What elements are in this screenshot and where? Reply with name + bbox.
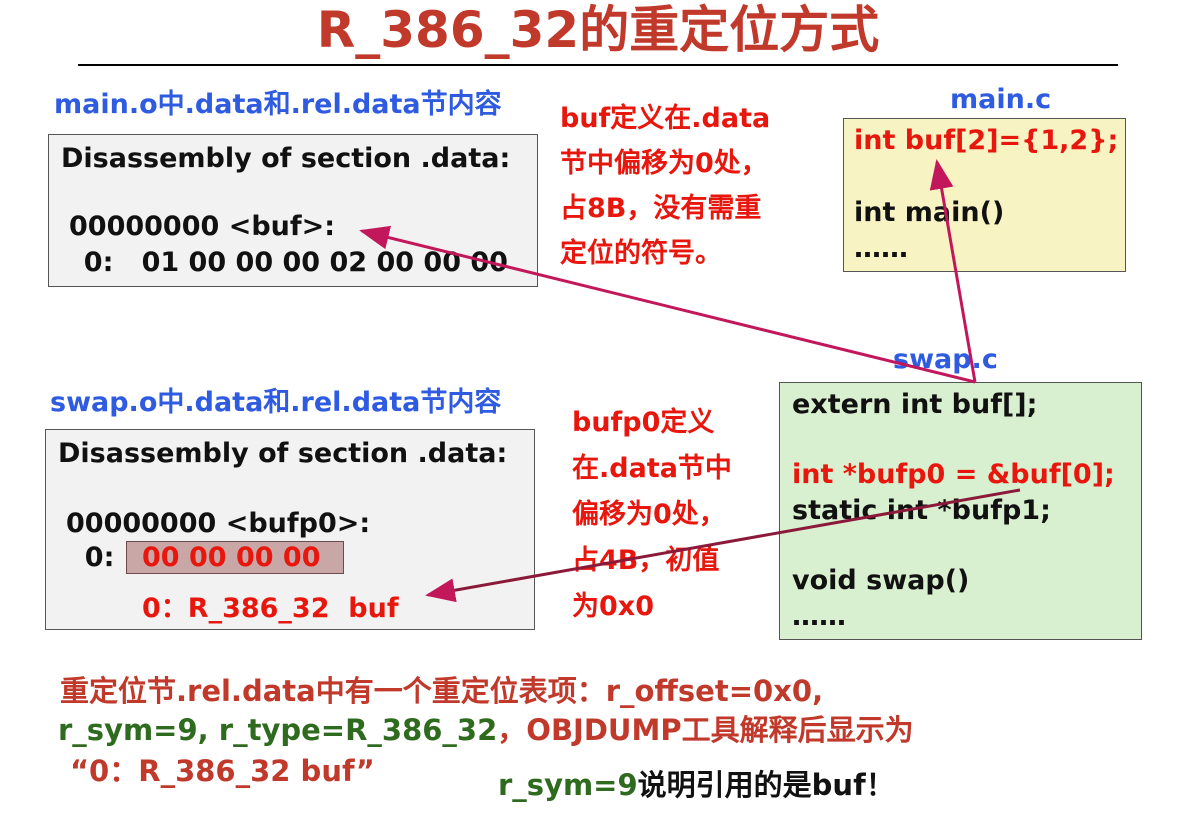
bottom-line-2-symbol: r_sym=9, r_type=R_386_32 (58, 713, 498, 747)
main-o-line-bytes: 0: 01 00 00 00 02 00 00 00 (65, 247, 508, 278)
bottom-line-1: 重定位节.rel.data中有一个重定位表项：r_offset=0x0, (60, 674, 824, 708)
main-o-line-section: Disassembly of section .data: (61, 143, 511, 174)
buf-note-line: buf定义在.data (560, 103, 771, 134)
buf-note-line: 节中偏移为0处， (560, 148, 768, 179)
page-title: R_386_32的重定位方式 (316, 1, 880, 59)
arrow-swap-extern-to-main-o-buf (359, 225, 976, 384)
bufp0-note: bufp0定义 在.data节中 偏移为0处， 占4B，初值 为0x0 (572, 400, 732, 630)
relocation-bytes-highlight (126, 541, 344, 574)
bottom-note-text: 说明引用的是buf！ (637, 768, 895, 802)
title-divider (78, 64, 1118, 66)
bottom-line-2: r_sym=9, r_type=R_386_32，OBJDUMP工具解释后显示为 (58, 707, 914, 749)
bufp0-note-line: 为0x0 (572, 591, 654, 622)
buf-note-line: 占8B，没有需重 (560, 193, 762, 224)
main-c-line-ellipsis: …… (854, 233, 908, 264)
main-c-code-box: int buf[2]={1,2}; int main() …… (843, 118, 1126, 272)
main-o-disassembly-box: Disassembly of section .data: 00000000 <… (48, 134, 538, 287)
swap-o-line-label: 00000000 <bufp0>: (66, 508, 371, 539)
swap-o-bytes: 00 00 00 00 (142, 542, 321, 573)
bottom-note-symbol: r_sym=9 (498, 768, 638, 802)
bufp0-note-line: 占4B，初值 (572, 545, 720, 576)
swap-c-heading: swap.c (893, 344, 998, 375)
bottom-line-3: “0：R_386_32 buf” (70, 754, 375, 788)
main-c-line-buf: int buf[2]={1,2}; (854, 125, 1119, 156)
main-o-heading: main.o中.data和.rel.data节内容 (54, 89, 502, 120)
swap-o-line-section: Disassembly of section .data: (58, 438, 508, 469)
buf-note: buf定义在.data 节中偏移为0处， 占8B，没有需重 定位的符号。 (560, 96, 770, 276)
arrow-bufp0-init-to-relocation-entry (425, 488, 1021, 603)
main-o-line-label: 00000000 <buf>: (69, 211, 336, 242)
main-c-line-main: int main() (854, 197, 1005, 228)
swap-o-line-offset: 0: (66, 542, 115, 573)
bottom-line-2-explain: ，OBJDUMP工具解释后显示为 (497, 713, 914, 747)
swap-o-heading: swap.o中.data和.rel.data节内容 (50, 387, 502, 418)
swap-o-relocation-entry: 0：R_386_32 buf (142, 593, 399, 624)
swap-c-line-extern: extern int buf[]; (792, 389, 1038, 420)
bottom-note: r_sym=9说明引用的是buf！ (498, 762, 895, 804)
bufp0-note-line: 在.data节中 (572, 453, 732, 484)
bufp0-note-line: 偏移为0处， (572, 499, 726, 530)
swap-c-line-ellipsis: …… (792, 601, 846, 632)
swap-c-line-swap: void swap() (792, 565, 970, 596)
main-c-heading: main.c (950, 84, 1052, 115)
bufp0-note-line: bufp0定义 (572, 407, 715, 438)
buf-note-line: 定位的符号。 (560, 238, 722, 269)
swap-c-line-bufp0: int *bufp0 = &buf[0]; (792, 459, 1115, 490)
arrow-swap-extern-to-main-c-buf (929, 159, 977, 383)
